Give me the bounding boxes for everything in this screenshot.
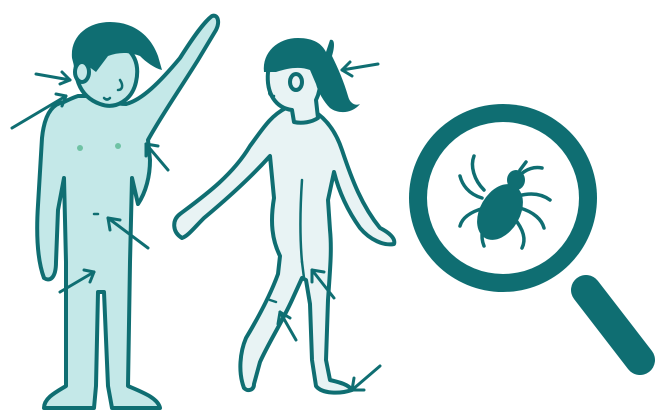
arrow: [342, 62, 378, 76]
man-chest-dot: [77, 145, 83, 151]
magnifying-glass-icon: [409, 104, 640, 360]
man-mouth: [104, 98, 110, 100]
arrow: [352, 366, 380, 390]
man-chest-dot: [115, 143, 121, 149]
magnifier-handle: [586, 290, 640, 360]
woman-body: [174, 108, 394, 393]
arrow: [36, 72, 70, 84]
tick-head: [507, 170, 525, 190]
woman-figure: [174, 38, 394, 393]
woman-ear: [290, 74, 302, 90]
